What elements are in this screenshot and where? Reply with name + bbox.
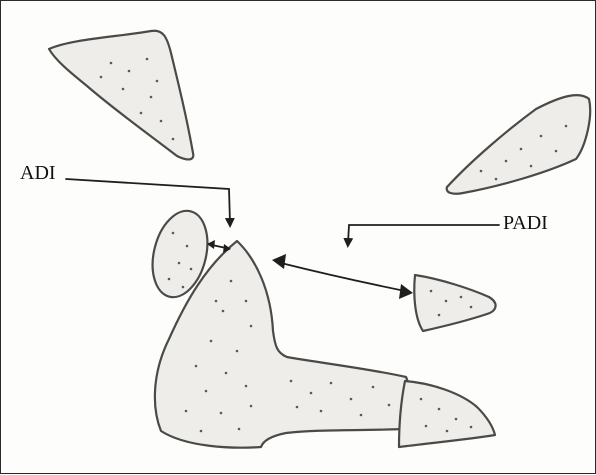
adi-leader-line [66,179,230,223]
padi-leader-line [348,225,499,243]
padi-arrowhead-right [399,284,413,299]
spinous-process-fragment [399,381,495,447]
atlas-posterior-arch [414,275,495,331]
padi-arrowhead-left [272,254,286,269]
bone-fragment-top-right [447,95,590,194]
label-padi: PADI [503,213,548,233]
bone-fragment-top-left [49,31,193,160]
padi-measure-arrow [281,263,405,291]
label-adi: ADI [20,163,56,183]
